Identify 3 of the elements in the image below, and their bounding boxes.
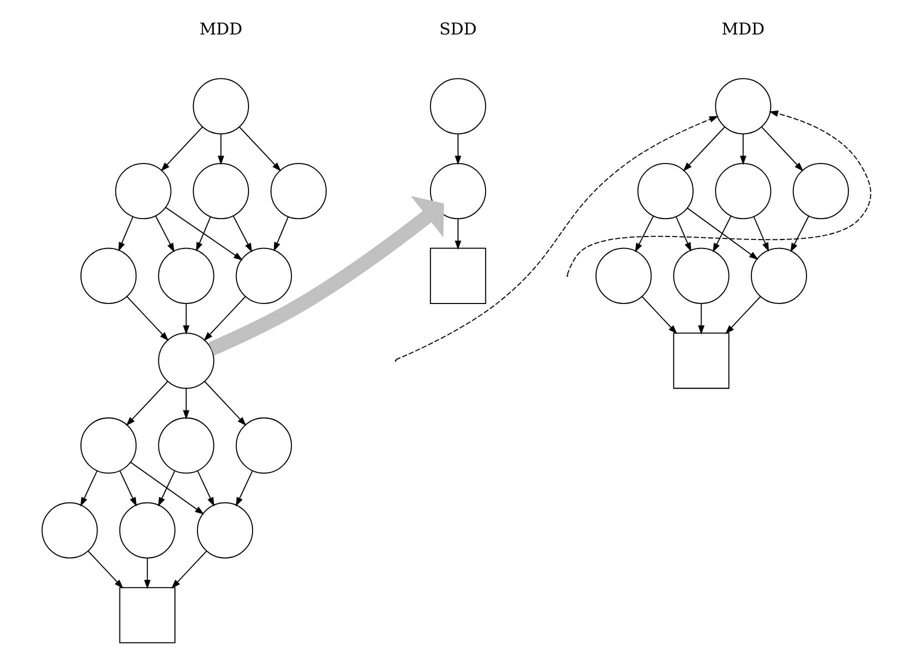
- label: SDD: [438, 20, 476, 38]
- label: MDD: [198, 20, 242, 38]
- label: MDD: [721, 20, 764, 38]
